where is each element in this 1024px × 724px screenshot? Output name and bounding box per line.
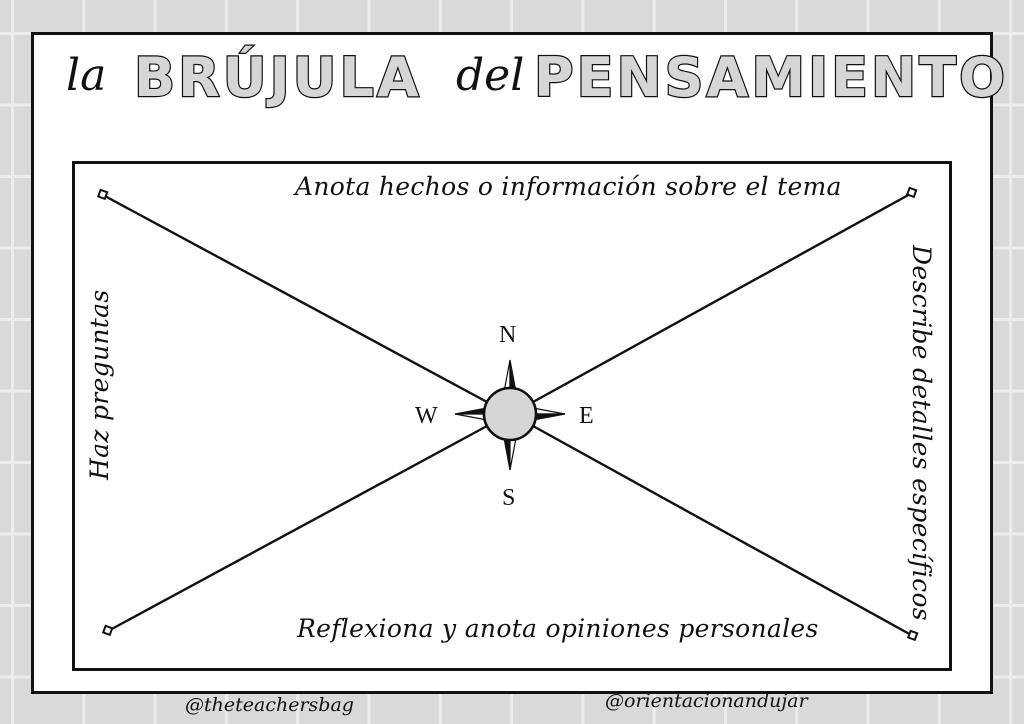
compass-west-label: W — [415, 403, 438, 429]
diagonal-lines — [102, 191, 914, 638]
compass-north-label: N — [499, 322, 517, 348]
title-prefix: la — [66, 50, 107, 101]
title-middle: del — [456, 50, 525, 101]
title-word-brujula: BRÚJULA — [133, 45, 422, 110]
title-word-pensamiento: PENSAMIENTO — [533, 45, 1008, 110]
prompt-south: Reflexiona y anota opiniones personales — [297, 614, 819, 643]
endpoint-markers — [96, 186, 919, 642]
credit-theteachersbag: @theteachersbag — [185, 694, 354, 716]
compass-rose-icon — [454, 359, 566, 471]
prompt-north: Anota hechos o información sobre el tema — [295, 172, 842, 201]
credit-orientacionandujar: @orientacionandujar — [605, 690, 808, 712]
compass-south-label: S — [502, 485, 516, 511]
prompt-west: Haz preguntas — [85, 289, 114, 480]
compass-east-label: E — [579, 403, 594, 429]
page-title: la BRÚJULA del PENSAMIENTO — [0, 45, 1024, 118]
prompt-east: Describe detalles específicos — [907, 245, 936, 621]
